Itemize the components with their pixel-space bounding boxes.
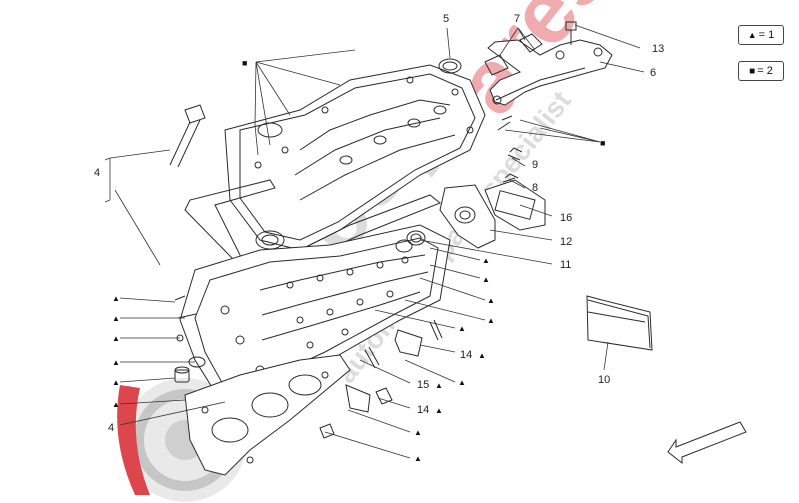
callout-4-upper: 4 [94,167,100,179]
triangle-marker: ▲ [482,256,490,265]
callout-13: 13 [652,43,664,55]
triangle-marker: ▲ [487,316,495,325]
callout-9: 9 [532,159,538,171]
triangle-marker: ▲ [478,351,486,360]
legend-square-box: ■ = 2 [738,61,784,81]
triangle-marker: ▲ [112,334,120,343]
triangle-marker: ▲ [112,400,120,409]
triangle-marker: ▲ [435,381,443,390]
triangle-marker: ▲ [112,378,120,387]
callout-5: 5 [443,13,449,25]
callout-11: 11 [560,259,571,271]
callout-8: 8 [532,182,538,194]
callout-10: 10 [598,374,610,386]
legend-triangle-box: ▲ = 1 [738,25,784,45]
legend-square-symbol: ■ [749,65,756,77]
callout-15: 15 [417,379,429,391]
callout-16: 16 [560,212,572,224]
callout-labels: 4 4 5 6 7 8 9 10 11 12 13 14 14 15 16 [94,13,664,434]
leader-lines [104,24,645,459]
legend-triangle-text: = 1 [758,29,775,41]
triangle-marker: ▲ [482,275,490,284]
triangle-marker: ▲ [414,428,422,437]
callout-7: 7 [514,13,520,25]
legend-triangle-symbol: ▲ [747,30,757,40]
triangle-marker: ▲ [487,296,495,305]
triangle-marker: ▲ [414,454,422,463]
square-marker: ■ [242,58,247,68]
callout-14-lower: 14 [417,404,429,416]
legend-square-text: = 2 [757,65,773,77]
callout-14-upper: 14 [460,349,472,361]
callout-4-lower: 4 [108,422,114,434]
triangle-marker: ▲ [458,324,466,333]
cylinder-head-drawing [169,21,747,476]
triangle-marker: ▲ [112,294,120,303]
callout-6: 6 [650,67,656,79]
triangle-marker: ▲ [458,378,466,387]
callout-12: 12 [560,236,572,248]
triangle-markers: ▲ ▲ ▲ ▲ ▲ ▲ ▲ ▲ ▲ ▲ ▲ ▲ ▲ ▲ ▲ ▲ ▲ [112,256,495,463]
square-markers: ■ ■ [242,58,605,148]
square-marker: ■ [600,138,605,148]
triangle-marker: ▲ [435,406,443,415]
triangle-marker: ▲ [112,314,120,323]
triangle-marker: ▲ [112,358,120,367]
